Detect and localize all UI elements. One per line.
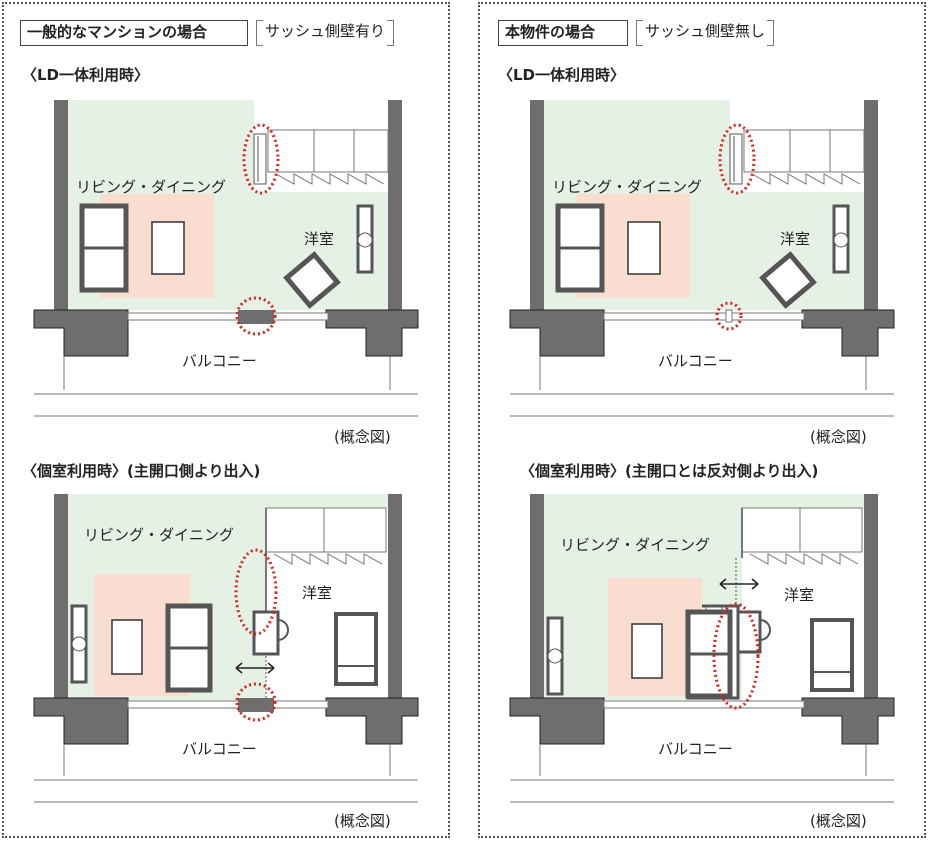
balcony-label: バルコニー <box>182 352 257 370</box>
section-title-ld: 〈LD一体利用時〉 <box>22 66 150 84</box>
note: (概念図) <box>334 812 391 830</box>
highlight-door-wall <box>242 123 280 195</box>
floorplan-ld-property <box>509 100 895 417</box>
closet <box>267 129 389 173</box>
balcony-pillar-right <box>325 309 419 357</box>
panel-typical: 一般的なマンションの場合 サッシュ側壁有り 〈LD一体利用時〉 <box>2 2 450 838</box>
section-title-private: 〈個室利用時〉(主開口とは反対側より出入) <box>520 462 819 480</box>
living-label: リビング・ダイニング <box>560 536 711 554</box>
wall-right <box>388 100 402 314</box>
closet-door-swing <box>275 173 385 185</box>
partition-door-stack <box>253 133 267 185</box>
balcony-label: バルコニー <box>182 740 257 758</box>
sash-side-wall <box>238 310 274 324</box>
highlight-sash-wall <box>235 296 277 336</box>
balcony-label: バルコニー <box>658 352 733 370</box>
panel-subtitle: サッシュ側壁無し <box>636 20 775 46</box>
note: (概念図) <box>810 428 867 446</box>
balcony-label: バルコニー <box>658 740 733 758</box>
table <box>151 221 185 275</box>
panel-this-property: 本物件の場合 サッシュ側壁無し 〈LD一体利用時〉 リビング・ダイニング 洋室 … <box>478 2 926 838</box>
note: (概念図) <box>810 812 867 830</box>
wall-left <box>54 100 68 314</box>
floorplan-private-property <box>509 494 895 803</box>
balcony-pillar-left <box>33 309 129 357</box>
section-title-private: 〈個室利用時〉(主開口側より出入) <box>22 462 261 480</box>
section-title-ld: 〈LD一体利用時〉 <box>498 66 626 84</box>
note: (概念図) <box>334 428 391 446</box>
room-label: 洋室 <box>780 230 811 248</box>
room-label: 洋室 <box>302 584 333 602</box>
room-label: 洋室 <box>304 230 335 248</box>
room-label: 洋室 <box>784 586 815 604</box>
panel-title: 一般的なマンションの場合 <box>20 20 248 46</box>
floorplan-ld-typical <box>33 100 419 417</box>
living-label: リビング・ダイニング <box>84 526 235 544</box>
panel-title: 本物件の場合 <box>498 20 628 46</box>
chair <box>283 251 341 309</box>
floorplan-private-typical <box>33 494 419 803</box>
sash-window <box>127 312 329 321</box>
living-label: リビング・ダイニング <box>76 178 227 196</box>
living-label: リビング・ダイニング <box>552 178 703 196</box>
panel-subtitle: サッシュ側壁有り <box>256 20 395 46</box>
